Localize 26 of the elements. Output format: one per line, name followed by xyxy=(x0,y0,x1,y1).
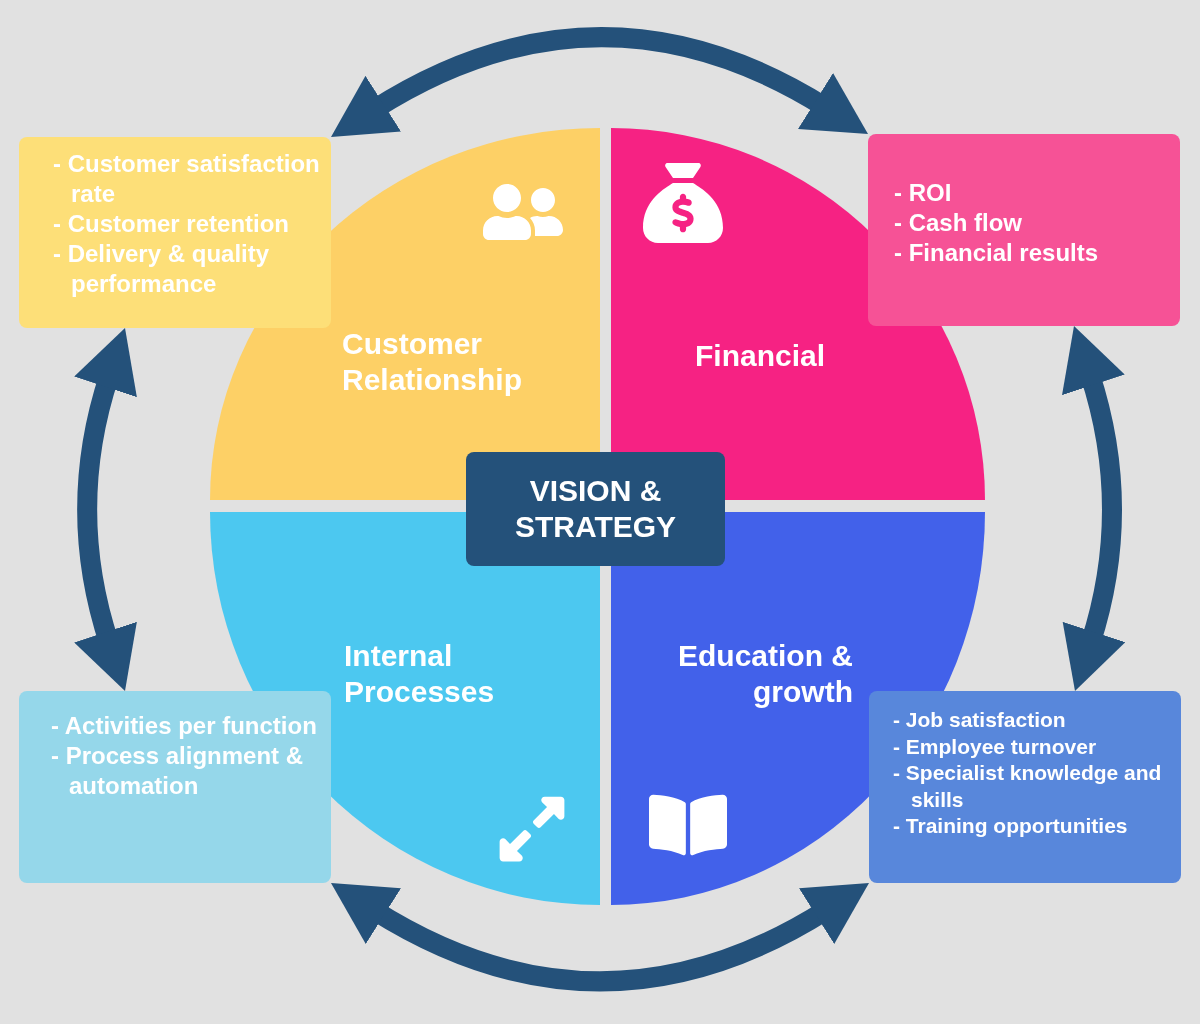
center-title: VISION & STRATEGY xyxy=(513,473,678,545)
center-label-box xyxy=(466,452,725,566)
bullet-item: - Job satisfaction xyxy=(893,707,1067,733)
metrics-card xyxy=(19,691,331,883)
curved-double-arrow xyxy=(1061,325,1126,692)
bullet-item: - Specialist knowledge and skills xyxy=(893,760,1163,813)
bullet-item: - Process alignment & automation xyxy=(51,741,305,801)
metrics-card xyxy=(19,137,331,328)
bullet-item: - ROI xyxy=(894,178,953,208)
curved-double-arrow xyxy=(330,27,869,136)
bullet-item: - Delivery & quality performance xyxy=(53,239,271,299)
bullet-item: - Customer retention xyxy=(53,209,290,239)
bullet-item: - Activities per function xyxy=(51,711,318,741)
metrics-card xyxy=(869,691,1181,883)
curved-double-arrow xyxy=(74,327,138,692)
bullet-item: - Customer satisfaction rate xyxy=(53,149,321,209)
bullet-item: - Cash flow xyxy=(894,208,1023,238)
quadrant-title: Customer Relationship xyxy=(342,326,523,398)
quadrant-title: Financial xyxy=(695,338,827,374)
bullet-item: - Employee turnover xyxy=(893,733,1098,760)
quadrant-title: Education & growth xyxy=(677,638,853,710)
bullet-item: - Financial results xyxy=(894,238,1100,268)
quadrant-title: Internal Processes xyxy=(344,638,496,710)
curved-double-arrow xyxy=(330,884,870,992)
bullet-item: - Training opportunities xyxy=(893,813,1129,839)
metrics-card xyxy=(868,134,1180,326)
